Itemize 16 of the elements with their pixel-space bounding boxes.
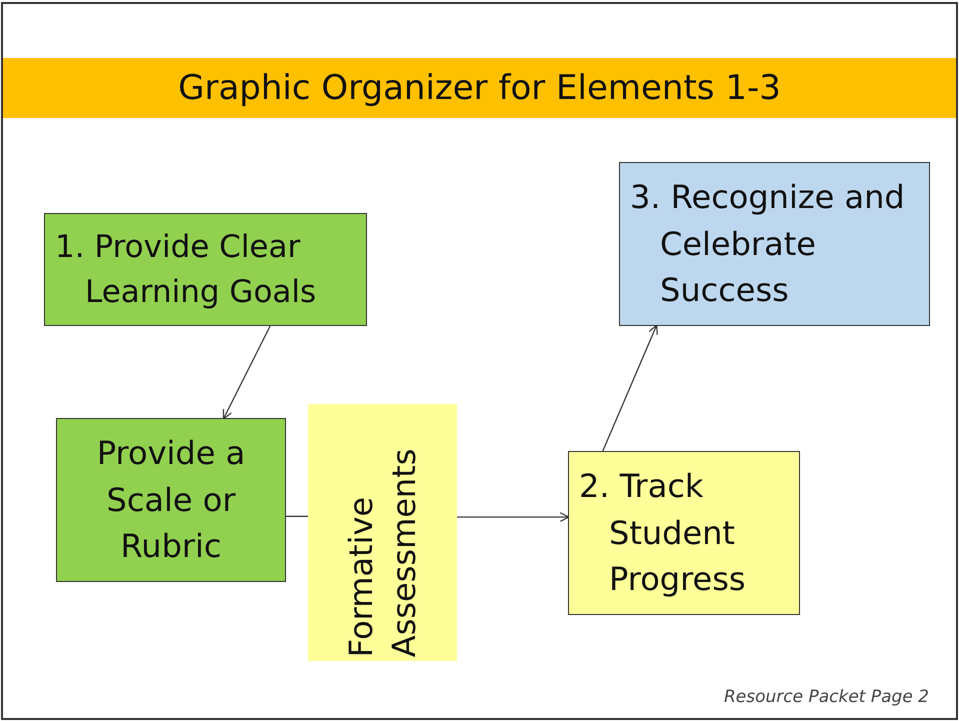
process-box	[568, 451, 800, 615]
arrow	[457, 512, 570, 522]
box-text: 2. Track Student Progress	[579, 466, 747, 600]
box-text: Provide a Scale or Rubric	[96, 433, 246, 568]
process-box	[56, 418, 286, 582]
footer-note: Resource Packet Page 2	[724, 687, 929, 707]
box-text: 3. Recognize and Celebrate Success	[630, 177, 906, 312]
arrow	[602, 324, 658, 452]
arrow	[222, 326, 271, 420]
connector-line	[286, 516, 308, 517]
title-banner: Graphic Organizer for Elements 1-3	[3, 58, 956, 118]
box-text: 1. Provide Clear Learning Goals	[55, 228, 318, 312]
process-box	[619, 162, 930, 326]
process-box	[44, 213, 367, 326]
box-text: Formative Assessments	[340, 448, 424, 658]
sticky-box	[308, 404, 457, 661]
